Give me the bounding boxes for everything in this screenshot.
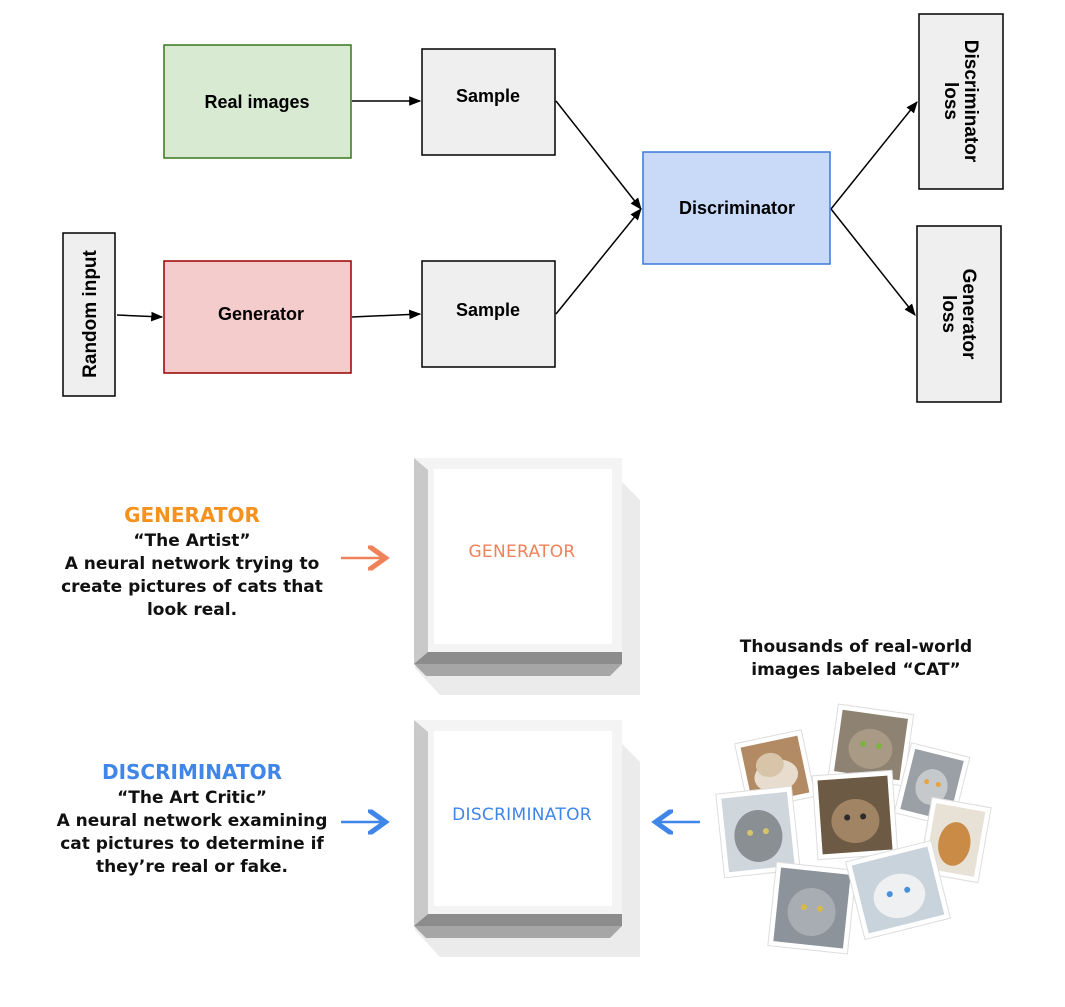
discriminator-node: Discriminator [642,151,831,265]
cat-photo [918,796,992,884]
discriminator-loss-label-line1: Discriminator [960,40,981,163]
sample-top-label: Sample [456,86,520,106]
generator-label: Generator [218,304,304,324]
discriminator-side-line3: they’re real or fake. [96,857,288,877]
real-images-label: Real images [204,92,309,112]
sample-bottom-node: Sample [421,260,556,368]
flow-arrows [116,96,918,322]
cats-caption: Thousands of real-world images labeled “… [740,637,972,680]
generator-description: GENERATOR “The Artist” A neural network … [61,503,323,620]
generator-loss-label-line1: Generator [958,269,979,360]
arrow-discriminator-to-gen-loss [830,208,916,316]
cats-caption-line2: images labeled “CAT” [751,660,960,680]
generator-side-line2: create pictures of cats that [61,577,323,597]
sample-top-node: Sample [421,48,556,156]
random-input-node: Random input [62,232,116,397]
discriminator-side-line2: cat pictures to determine if [60,834,324,854]
generator-side-subtitle: “The Artist” [133,531,250,551]
arrow-sample-to-discriminator-top [555,100,642,210]
arrow-discriminator-to-disc-loss [830,101,918,210]
cat-photo [811,769,899,861]
discriminator-loss-label-line2: loss [940,82,961,120]
random-input-label: Random input [80,249,101,377]
generator-loss-label-line2: loss [938,295,959,333]
generator-box: GENERATOR [414,458,640,695]
arrow-random-to-generator [116,311,164,322]
discriminator-box: DISCRIMINATOR [414,720,640,957]
generator-side-line3: look real. [147,600,237,620]
generator-node: Generator [163,260,352,374]
cat-photo-collage [715,703,992,955]
arrow-generator-to-sample [351,309,422,320]
cat-photo [767,861,857,955]
discriminator-side-line1: A neural network examining [57,811,328,831]
generator-side-title: GENERATOR [124,503,260,527]
discriminator-label: Discriminator [679,198,795,218]
discriminator-loss-node: Discriminator loss [918,13,1004,190]
cat-photo [827,703,915,787]
cat-photo [845,839,951,941]
generator-side-line1: A neural network trying to [65,554,320,574]
discriminator-side-title: DISCRIMINATOR [102,760,282,784]
arrow-sample-to-discriminator-bottom [555,208,642,315]
cats-caption-line1: Thousands of real-world [740,637,972,657]
cat-photo [715,785,801,879]
discriminator-side-subtitle: “The Art Critic” [117,788,267,808]
discriminator-box-label: DISCRIMINATOR [452,805,592,825]
sample-bottom-label: Sample [456,300,520,320]
generator-box-label: GENERATOR [468,542,575,562]
real-images-node: Real images [163,44,352,159]
generator-loss-node: Generator loss [916,225,1002,403]
discriminator-description: DISCRIMINATOR “The Art Critic” A neural … [57,760,328,877]
